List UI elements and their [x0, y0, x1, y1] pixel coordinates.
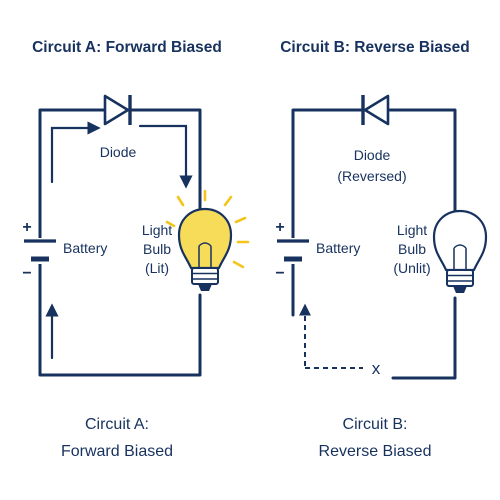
circuit-b-caption-line2: Reverse Biased [319, 443, 432, 460]
circuit-b-battery-minus: − [275, 265, 284, 282]
circuit-b-bulb-label-line3: (Unlit) [393, 260, 430, 276]
circuit-a: Circuit A: Forward Biased Diode + − Batt… [22, 39, 250, 460]
circuit-a-caption-line1: Circuit A: [85, 416, 149, 433]
circuit-b-bulb-label-line1: Light [397, 222, 427, 238]
circuit-a-title: Circuit A: Forward Biased [32, 39, 222, 56]
circuit-b-bulb-label-line2: Bulb [398, 241, 426, 257]
circuit-b-battery-plus: + [275, 219, 284, 236]
circuit-a-caption-line2: Forward Biased [61, 443, 173, 460]
circuit-b-diode-label-line2: (Reversed) [337, 168, 406, 184]
circuit-b-diode-icon [361, 94, 390, 126]
circuit-b-wire [291, 108, 457, 380]
circuit-a-bulb-label-line2: Bulb [143, 241, 171, 257]
circuit-b: Circuit B: Reverse Biased x Diode (Rever… [275, 39, 488, 460]
circuit-b-battery-label: Battery [316, 240, 360, 256]
circuit-a-battery-plus: + [22, 219, 31, 236]
circuit-a-battery-minus: − [22, 265, 31, 282]
circuit-a-current-arrow [138, 124, 193, 189]
circuit-a-current-arrow [50, 121, 101, 184]
circuit-b-battery-icon [275, 238, 311, 264]
glow-rays-icon [165, 189, 250, 269]
circuit-a-diode-icon [103, 94, 132, 126]
circuit-b-break-mark: x [372, 359, 381, 378]
circuit-a-battery-label: Battery [63, 240, 107, 256]
circuit-a-wire [38, 108, 202, 377]
circuit-a-diode-label: Diode [100, 144, 137, 160]
circuit-a-bulb-icon [165, 189, 250, 291]
circuit-a-bulb-label-line3: (Lit) [145, 260, 169, 276]
circuit-b-caption-line1: Circuit B: [343, 416, 408, 433]
circuit-b-diode-label-line1: Diode [354, 147, 391, 163]
circuit-a-battery-icon [22, 238, 58, 264]
circuit-a-bulb-label-line1: Light [142, 222, 172, 238]
circuit-b-title: Circuit B: Reverse Biased [280, 39, 470, 56]
circuit-b-bulb-icon [432, 209, 488, 293]
